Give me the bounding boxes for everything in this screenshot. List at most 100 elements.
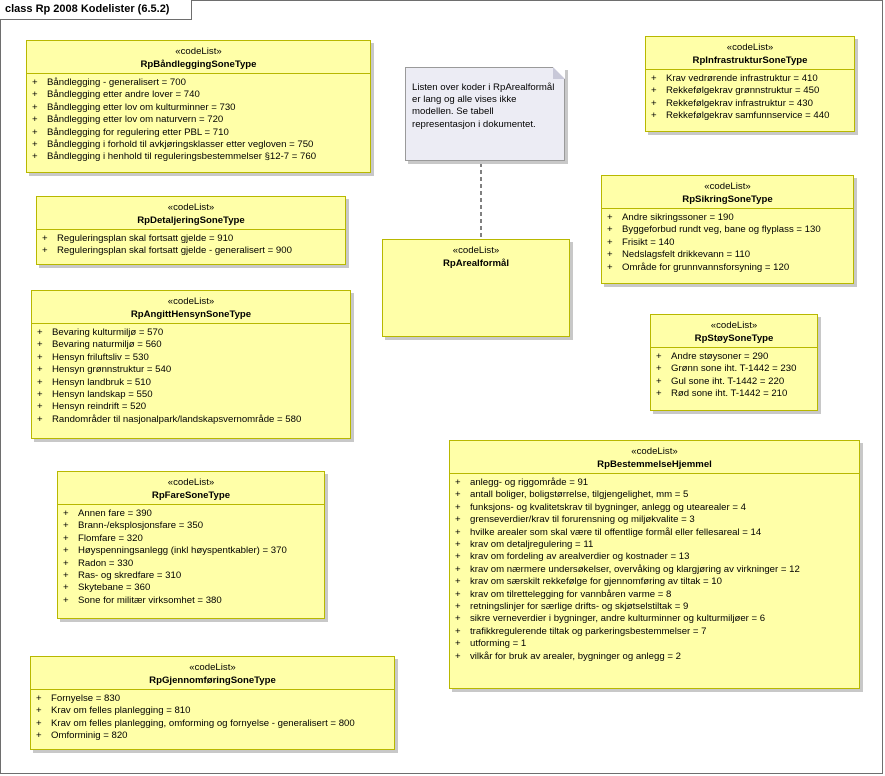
public-visibility-icon: +	[607, 249, 613, 261]
class-name: RpBestemmelseHjemmel	[597, 459, 712, 470]
diagram-title: class Rp 2008 Kodelister (6.5.2)	[0, 0, 193, 20]
class-header: «codeList» RpGjennomføringSoneType	[31, 657, 394, 689]
attribute-text: grenseverdier/krav til forurensning og m…	[470, 514, 695, 526]
attribute-item: +Reguleringsplan skal fortsatt gjelde - …	[37, 245, 345, 257]
public-visibility-icon: +	[455, 625, 461, 637]
attribute-item: +Hensyn landbruk = 510	[32, 377, 350, 389]
class-stereotype: «codeList»	[189, 662, 236, 673]
class-rpbestemmelsehjemmel[interactable]: «codeList» RpBestemmelseHjemmel +anlegg-…	[449, 440, 860, 689]
attribute-text: Båndlegging etter lov om naturvern = 720	[47, 114, 224, 126]
public-visibility-icon: +	[455, 526, 461, 538]
public-visibility-icon: +	[32, 151, 38, 163]
attribute-text: Randområder til nasjonalpark/landskapsve…	[52, 413, 302, 425]
attribute-text: Andre sikringssoner = 190	[622, 212, 734, 223]
attribute-item: +antall boliger, boligstørrelse, tilgjen…	[450, 489, 859, 501]
attribute-text: Reguleringsplan skal fortsatt gjelde = 9…	[57, 233, 234, 244]
public-visibility-icon: +	[656, 388, 662, 400]
public-visibility-icon: +	[32, 77, 38, 88]
attribute-item: +Rekkefølgekrav samfunnservice = 440	[646, 110, 854, 122]
class-attributes: +Andre sikringssoner = 190+Byggeforbud r…	[602, 209, 853, 274]
class-rpgjennomforingsonetype[interactable]: «codeList» RpGjennomføringSoneType +Forn…	[30, 656, 395, 750]
class-stereotype: «codeList»	[710, 320, 758, 331]
attribute-text: Hensyn friluftsliv = 530	[52, 351, 149, 363]
public-visibility-icon: +	[36, 693, 42, 704]
public-visibility-icon: +	[63, 545, 69, 557]
class-rpsikringsonetype[interactable]: «codeList» RpSikringSoneType + Andre sikr…	[601, 175, 854, 284]
attribute-item: +Omforminig = 820	[31, 730, 394, 742]
public-visibility-icon: +	[63, 582, 69, 594]
public-visibility-icon: +	[455, 601, 461, 613]
attribute-text: Rød sone iht. T-1442 = 210	[671, 388, 788, 400]
attribute-text: hvilke arealer som skal være til offentl…	[470, 526, 762, 538]
attribute-item: +sikre verneverdier i bygninger, andre k…	[450, 613, 859, 625]
attribute-item: +Båndlegging etter lov om kulturminner =…	[27, 102, 370, 114]
attribute-text: Båndlegging etter lov om kulturminner = …	[47, 101, 236, 113]
note[interactable]: Listen over koder i RpArealformål er lan…	[405, 67, 565, 161]
public-visibility-icon: +	[656, 363, 662, 375]
class-name: RpFareSoneType	[151, 490, 231, 501]
public-visibility-icon: +	[63, 532, 69, 544]
attribute-item: +Krav vedrørende infrastruktur = 410	[646, 73, 854, 85]
attribute-item: + Reguleringsplan skal fortsatt gjelde = …	[37, 233, 345, 245]
attribute-item: +Båndlegging etter andre lover = 740	[27, 89, 370, 101]
attribute-item: +funksjons- og kvalitetskrav til bygning…	[450, 502, 859, 514]
class-name: RpArealformål	[442, 258, 510, 269]
class-header: «codeList» RpBestemmelseHjemmel	[450, 441, 859, 473]
class-attributes: +anlegg- og riggområde = 91+antall bolig…	[450, 474, 859, 663]
class-rpstoysonetype[interactable]: «codeList» RpStøySoneType +Andre støyson…	[650, 314, 818, 411]
attribute-item: + Rød sone iht. T-1442 = 210	[651, 388, 817, 400]
public-visibility-icon: +	[32, 89, 38, 101]
class-rpfaresonetype[interactable]: «codeList» RpFareSoneType +Annen fare = …	[57, 471, 325, 619]
attribute-item: +Radon = 330	[58, 558, 324, 570]
attribute-item: +Brann-/eksplosjonsfare = 350	[58, 520, 324, 532]
class-rpdetaljeringsonetype[interactable]: «codeList» RpDetaljeringSoneType +Regule…	[36, 196, 346, 265]
public-visibility-icon: +	[37, 351, 43, 363]
class-header: «codeList» RpSikringSoneType	[602, 176, 853, 208]
public-visibility-icon: +	[455, 588, 461, 600]
attribute-text: Sone for militær virksomhet = 380	[78, 594, 222, 606]
attribute-item: + hvilke arealer som skal være til offent…	[450, 527, 859, 539]
attribute-text: Båndlegging i henhold til reguleringsbes…	[47, 151, 317, 163]
public-visibility-icon: +	[455, 563, 461, 575]
attribute-text: Flomfare = 320	[78, 532, 143, 544]
public-visibility-icon: +	[63, 594, 69, 606]
attribute-item: +Krav om felles planlegging = 810	[31, 705, 394, 717]
public-visibility-icon: +	[37, 364, 43, 376]
attribute-text: Rekkefølgekrav infrastruktur = 430	[666, 97, 813, 109]
class-rpbaandleggingsonetype[interactable]: «codeList» RpBåndleggingSoneType +Båndle…	[26, 40, 371, 173]
public-visibility-icon: +	[651, 97, 657, 109]
class-stereotype: «codeList»	[175, 46, 222, 57]
attribute-text: trafikkregulerende tiltak og parkeringsb…	[470, 625, 707, 637]
attribute-item: +Frisikt = 140	[602, 237, 853, 249]
public-visibility-icon: +	[42, 233, 48, 244]
attribute-item: +grenseverdier/krav til forurensning og …	[450, 514, 859, 526]
attribute-item: +Krav om felles planlegging, omforming o…	[31, 718, 394, 730]
class-rpangitthensynsonetype[interactable]: «codeList» RpAngittHensynSoneType +Bevar…	[31, 290, 351, 439]
public-visibility-icon: +	[32, 139, 38, 151]
attribute-item: + Hensyn friluftsliv = 530	[32, 352, 350, 364]
attribute-text: Krav om felles planlegging, omforming og…	[51, 717, 355, 729]
class-attributes: +Båndlegging - generalisert = 700+Båndle…	[27, 74, 370, 164]
attribute-text: anlegg- og riggområde = 91	[470, 477, 589, 488]
attribute-text: krav om fordeling av arealverdier og kos…	[470, 551, 690, 563]
public-visibility-icon: +	[651, 110, 657, 122]
class-rpinfrastruktursonetype[interactable]: «codeList» RpInfrastrukturSoneType +Krav…	[645, 36, 855, 132]
attribute-text: Bevaring kulturmiljø = 570	[52, 327, 164, 338]
public-visibility-icon: +	[455, 650, 461, 662]
class-stereotype: «codeList»	[631, 446, 678, 457]
attribute-text: Nedslagsfelt drikkevann = 110	[622, 249, 751, 261]
public-visibility-icon: +	[651, 73, 657, 84]
class-attributes: +Krav vedrørende infrastruktur = 410+Rek…	[646, 70, 854, 123]
attribute-item: +anlegg- og riggområde = 91	[450, 477, 859, 489]
attribute-item: +Skytebane = 360	[58, 582, 324, 594]
attribute-text: Område for grunnvannsforsyning = 120	[622, 261, 790, 273]
public-visibility-icon: +	[37, 413, 43, 425]
attribute-text: retningslinjer for særlige drifts- og sk…	[470, 601, 689, 613]
attribute-text: Reguleringsplan skal fortsatt gjelde - g…	[57, 245, 292, 257]
attribute-text: sikre verneverdier i bygninger, andre ku…	[470, 613, 766, 625]
public-visibility-icon: +	[32, 126, 38, 138]
class-rparealformaal[interactable]: «codeList» RpArealformål	[382, 239, 570, 337]
attribute-text: funksjons- og kvalitetskrav til bygninge…	[470, 501, 746, 513]
public-visibility-icon: +	[656, 351, 662, 362]
